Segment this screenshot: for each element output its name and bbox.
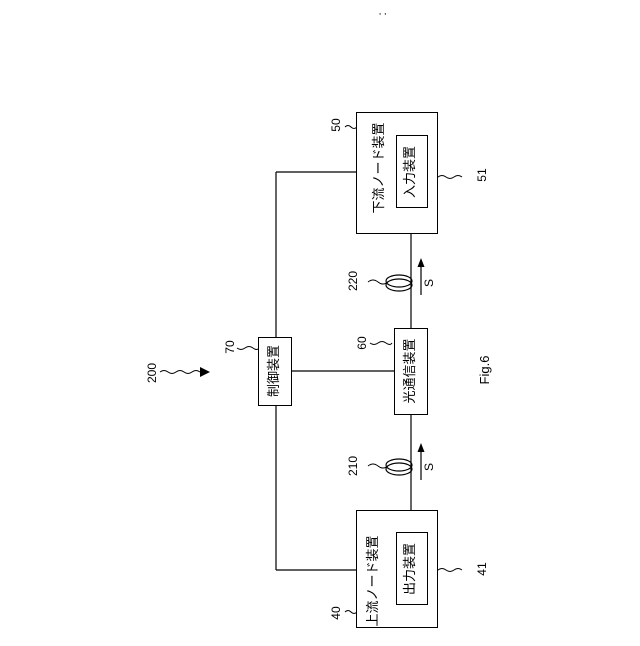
signal-s-220: S — [422, 276, 436, 290]
leader-60 — [370, 342, 392, 345]
ref-51: 51 — [475, 163, 489, 187]
output-device-label: 出力装置 — [401, 529, 421, 609]
system-200-pointer-icon — [160, 367, 210, 377]
leader-220 — [368, 280, 388, 284]
fiber-coil-220-icon — [386, 275, 412, 291]
downstream-node-label: 下流ノード装置 — [370, 103, 390, 233]
leader-70 — [237, 347, 259, 350]
upstream-node-label: 上流ノード装置 — [364, 516, 384, 646]
control-device-label: 制御装置 — [265, 336, 285, 406]
figure-caption: Fig.6 — [477, 345, 493, 395]
fiber-coil-210-icon — [386, 459, 412, 475]
leader-210 — [368, 464, 388, 468]
corner-mark: : — [375, 8, 389, 20]
signal-s-210: S — [422, 460, 436, 474]
ref-220: 220 — [346, 266, 360, 296]
ref-210: 210 — [346, 451, 360, 481]
ref-200: 200 — [145, 358, 159, 388]
ref-50: 50 — [329, 113, 343, 137]
input-device-label: 入力装置 — [401, 132, 421, 212]
ref-40: 40 — [329, 601, 343, 625]
ref-70: 70 — [223, 335, 237, 359]
optical-communication-label: 光通信装置 — [401, 326, 421, 416]
ref-60: 60 — [355, 331, 369, 355]
ref-41: 41 — [475, 557, 489, 581]
